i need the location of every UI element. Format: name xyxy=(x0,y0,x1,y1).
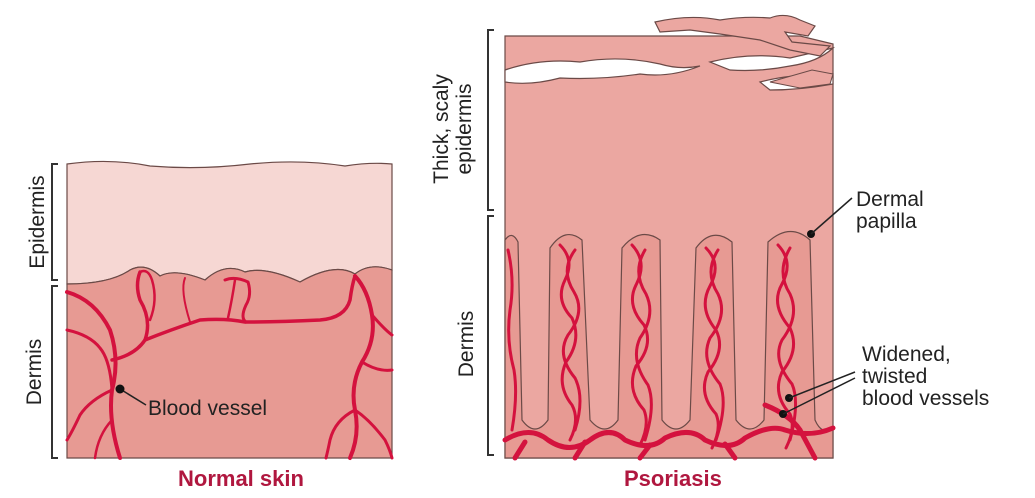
psoriasis-dermis-label: Dermis xyxy=(456,294,478,394)
dermal-papilla-label: Dermal papilla xyxy=(856,189,924,233)
psoriasis-panel xyxy=(488,15,855,458)
normal-epidermis xyxy=(67,161,392,284)
twisted-vessels-label-line2: twisted xyxy=(862,366,989,388)
thick-epidermis-label: Thick, scaly epidermis xyxy=(430,49,476,209)
dermal-papilla-label-line1: Dermal xyxy=(856,189,924,211)
thick-epidermis-label-line1: Thick, scaly xyxy=(430,49,453,209)
twisted-vessels-label: Widened, twisted blood vessels xyxy=(862,344,989,410)
blood-vessel-label: Blood vessel xyxy=(148,398,267,420)
normal-dermis-label: Dermis xyxy=(24,322,46,422)
thick-epidermis-label-line2: epidermis xyxy=(453,49,476,209)
normal-brackets xyxy=(52,164,58,458)
psoriasis-caption: Psoriasis xyxy=(624,466,722,492)
dermal-papilla-label-line2: papilla xyxy=(856,211,924,233)
twisted-vessels-label-line1: Widened, xyxy=(862,344,989,366)
normal-skin-caption: Normal skin xyxy=(178,466,304,492)
psoriasis-brackets xyxy=(488,30,494,455)
twisted-vessels-label-line3: blood vessels xyxy=(862,388,989,410)
normal-epidermis-label: Epidermis xyxy=(27,162,49,282)
vessel-pointer-dot xyxy=(116,385,125,394)
